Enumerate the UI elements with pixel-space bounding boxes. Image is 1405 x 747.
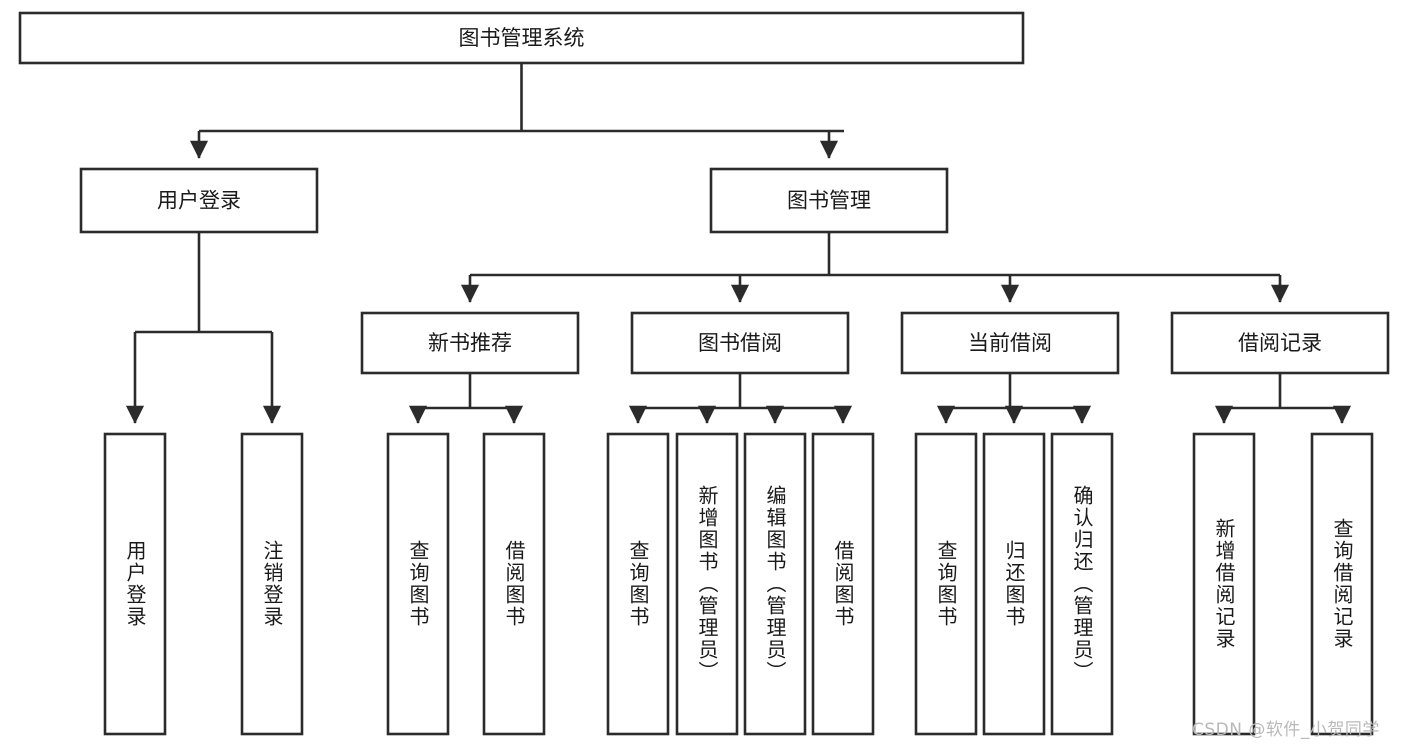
node-label-book-borrow: 图书借阅 (698, 331, 782, 355)
node-box-root[interactable] (18, 11, 1025, 65)
node-box-leaf-return-book[interactable] (982, 432, 1046, 736)
node-label-new-book-rec: 新书推荐 (428, 331, 512, 355)
connector-lines (125, 63, 1352, 424)
node-box-leaf-query-book-current[interactable] (914, 432, 978, 736)
node-box-leaf-borrow-book[interactable] (811, 432, 875, 736)
node-box-leaf-query-book-borrow[interactable] (606, 432, 670, 736)
node-rectangles (18, 11, 1390, 736)
node-label-current-borrow: 当前借阅 (968, 331, 1052, 355)
node-box-leaf-add-book[interactable] (675, 432, 739, 736)
node-box-leaf-add-record[interactable] (1192, 432, 1256, 736)
node-box-user-login[interactable] (79, 167, 319, 234)
node-box-leaf-query-record[interactable] (1310, 432, 1374, 736)
node-label-book-manage: 图书管理 (787, 189, 871, 213)
node-box-leaf-logout[interactable] (240, 432, 304, 736)
node-label-borrow-record: 借阅记录 (1238, 331, 1322, 355)
node-box-current-borrow[interactable] (900, 311, 1120, 375)
node-box-leaf-borrow-book-rec[interactable] (482, 432, 546, 736)
watermark-text: CSDN @软件_小贺同学 (1192, 720, 1380, 740)
node-box-new-book-rec[interactable] (360, 311, 580, 375)
node-label-user-login: 用户登录 (157, 189, 241, 213)
node-box-leaf-edit-book[interactable] (743, 432, 807, 736)
node-box-leaf-confirm-return[interactable] (1050, 432, 1114, 736)
node-label-root: 图书管理系统 (459, 26, 585, 50)
node-box-leaf-query-book-rec[interactable] (386, 432, 450, 736)
node-box-leaf-user-login[interactable] (103, 432, 167, 736)
